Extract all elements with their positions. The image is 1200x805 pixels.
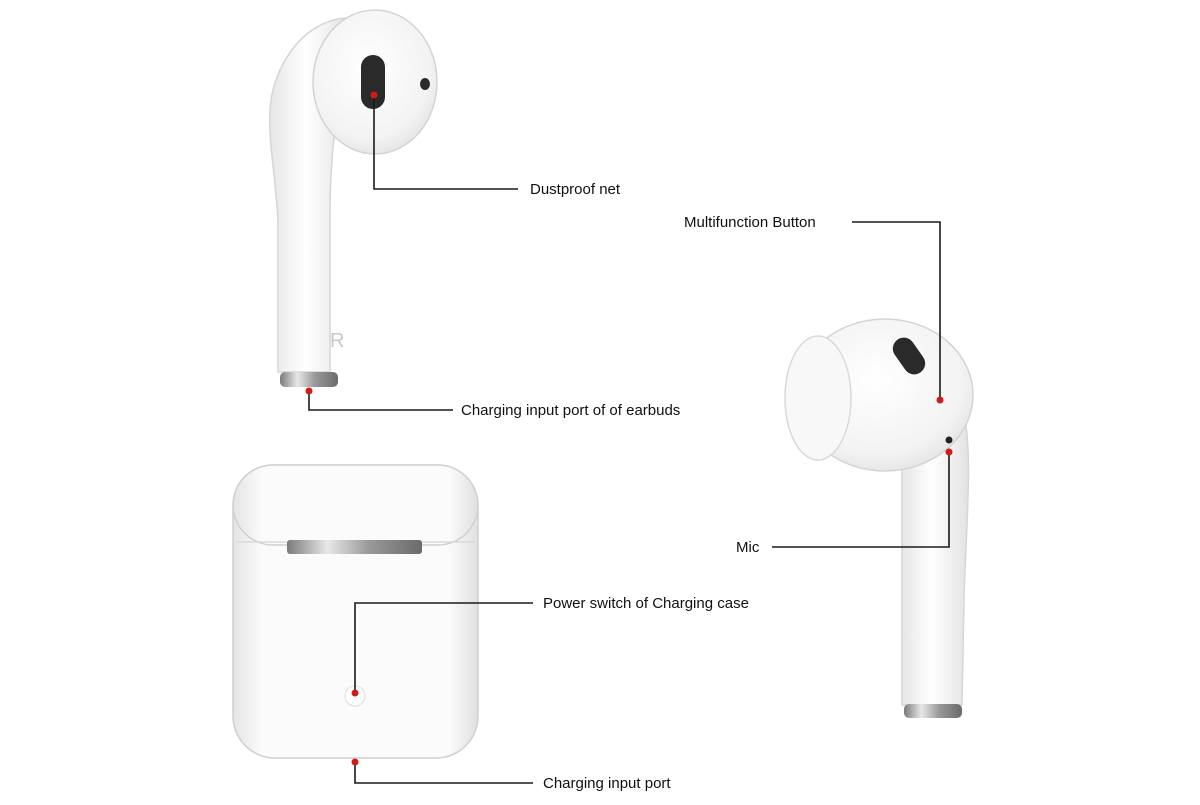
vent-hole	[420, 78, 430, 90]
callout-dustproof-net: Dustproof net	[530, 181, 621, 198]
marker-dot-power	[351, 689, 359, 697]
left-earbud-illustration: R	[268, 9, 438, 387]
leader-line-dustproof	[373, 95, 518, 190]
side-mark: R	[330, 330, 344, 352]
callout-earbud-charging-port: Charging input port of of earbuds	[461, 402, 681, 419]
callout-mic: Mic	[736, 539, 760, 556]
leader-line-earbud-port	[308, 391, 453, 411]
leader-line-mic	[772, 452, 950, 548]
marker-dot-earbud-port	[305, 387, 313, 395]
callout-markers	[305, 91, 953, 766]
leader-line-multifunction	[852, 221, 941, 400]
callout-lines	[308, 95, 950, 784]
charging-ring	[904, 704, 962, 718]
marker-dot-dustproof	[370, 91, 378, 99]
marker-dot-case-port	[351, 758, 359, 766]
button-grille	[892, 337, 926, 375]
callout-power-switch: Power switch of Charging case	[543, 595, 749, 612]
leader-line-case-port	[354, 762, 533, 784]
mic-hole	[945, 436, 953, 444]
case-lid	[232, 464, 479, 546]
callout-case-charging-port: Charging input port	[543, 775, 671, 792]
hinge	[287, 540, 422, 554]
marker-dot-multifunction	[936, 396, 944, 404]
dustproof-grille	[361, 55, 385, 109]
charging-ring	[280, 372, 338, 387]
right-earbud-illustration	[784, 318, 974, 718]
leader-line-power	[354, 602, 533, 693]
ear-tip	[784, 335, 852, 461]
callout-multifunction-button: Multifunction Button	[684, 214, 816, 231]
marker-dot-mic	[945, 448, 953, 456]
